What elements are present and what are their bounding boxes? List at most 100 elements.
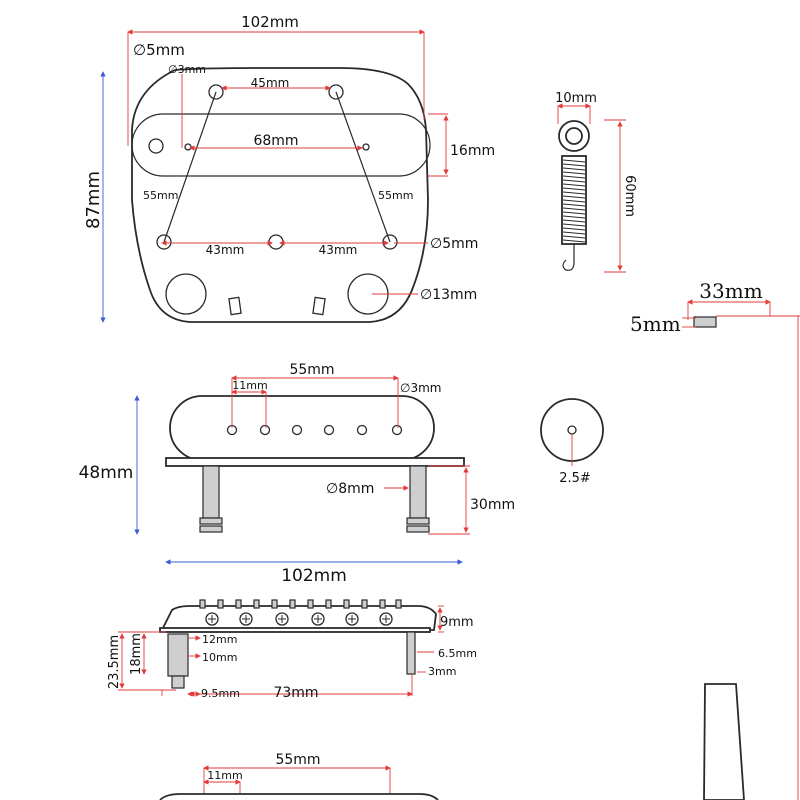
spring-coil-line — [562, 199, 586, 203]
label-height-87: 87mm — [83, 171, 104, 229]
label-bottom-right: 43mm — [319, 243, 358, 257]
saddle-screw — [235, 599, 242, 609]
post-right-ring-2 — [406, 525, 430, 533]
post-left — [202, 465, 220, 519]
bridge-post-left — [167, 633, 189, 677]
saddle-screw — [307, 599, 314, 609]
bridge-base — [159, 627, 431, 633]
spring-loop-inner — [565, 127, 583, 145]
arm-tip — [703, 683, 745, 800]
saddle-cross — [382, 615, 390, 623]
label-bottom-left: 43mm — [206, 243, 245, 257]
spring-coil-line — [562, 195, 586, 199]
label-bridge2-span: 55mm — [275, 752, 320, 768]
label-arm-span: 33mm — [699, 279, 762, 303]
spring-coil-line — [562, 239, 586, 243]
pickup-pole-hole — [391, 424, 403, 436]
label-pickup-height: 48mm — [79, 463, 134, 483]
spring-coil-line — [562, 207, 586, 211]
label-width-102: 102mm — [241, 13, 299, 31]
hole-3mm-right — [362, 143, 370, 151]
saddle-screw — [253, 599, 260, 609]
post-left-ring-2 — [199, 525, 223, 533]
spring-coil-line — [562, 167, 586, 171]
saddle-cross — [208, 615, 216, 623]
pickup-flange — [165, 457, 465, 467]
bridge-body — [160, 605, 437, 631]
knob-view: 2.5# — [540, 398, 604, 486]
arm-thread — [693, 316, 717, 328]
knob-center — [567, 425, 577, 435]
hole-bottom-mid — [268, 234, 284, 250]
spring-coil-line — [562, 163, 586, 167]
label-pickup-span: 55mm — [289, 362, 334, 378]
hole-3mm-left — [184, 143, 192, 151]
saddle-screw — [343, 599, 350, 609]
label-bridge-bottom-post: 10mm — [202, 651, 237, 664]
saddle-screw — [289, 599, 296, 609]
hole-13mm-left — [165, 273, 207, 315]
label-hole-3mm: ∅3mm — [168, 63, 206, 76]
label-right-diag: 55mm — [378, 189, 413, 202]
label-spring-width: 10mm — [555, 91, 597, 106]
post-right-ring-1 — [406, 517, 430, 525]
bridge-post-right — [406, 631, 416, 675]
label-top-span: 45mm — [251, 76, 290, 90]
label-post-dia: ∅8mm — [326, 481, 374, 497]
pickup-pole-hole — [323, 424, 335, 436]
spring-coil-line — [562, 159, 586, 163]
arm-rod-inner — [692, 319, 775, 687]
tab-left — [228, 296, 242, 316]
bridge-post-left-tip — [171, 675, 185, 689]
saddle-cross — [314, 615, 322, 623]
label-bridge2-gap: 11mm — [207, 769, 242, 782]
saddle-screw — [379, 599, 386, 609]
label-left-diag: 55mm — [143, 189, 178, 202]
label-bridge-right-post: 6.5mm — [438, 647, 477, 660]
bridge2-body — [159, 793, 439, 800]
spring-hook — [562, 244, 575, 271]
spring-coil-line — [562, 187, 586, 191]
spring-coil-line — [562, 191, 586, 195]
pickup-pole-hole — [356, 424, 368, 436]
label-knob-size: 2.5# — [559, 471, 591, 486]
bridge-view: 9mm 12mm 10mm 23.5mm 18mm 6.5mm 3mm 9.5m… — [107, 599, 477, 701]
label-hole-5mm: ∅5mm — [133, 41, 185, 59]
saddle-cross — [278, 615, 286, 623]
bridge2-view: 55mm 11mm — [159, 752, 439, 800]
spring-coil-line — [562, 211, 586, 215]
label-bridge-inner: 18mm — [129, 633, 144, 675]
spring-coil-line — [562, 175, 586, 179]
label-pickup-hole: ∅3mm — [400, 381, 441, 395]
label-spring-length: 60mm — [622, 175, 637, 217]
spring-coil-line — [562, 203, 586, 207]
saddle-screw — [199, 599, 206, 609]
saddle-screw — [217, 599, 224, 609]
spring-view: 10mm 60mm — [555, 91, 637, 273]
label-bridge-left-off: 9.5mm — [201, 687, 240, 700]
label-arm-thread: 5mm — [630, 312, 681, 336]
baseplate-slot — [131, 113, 431, 177]
label-slot-height: 16mm — [450, 143, 495, 159]
pickup-pole-hole — [259, 424, 271, 436]
saddle-screw — [395, 599, 402, 609]
saddle-screw — [325, 599, 332, 609]
bridge-saddles — [199, 599, 402, 626]
label-pickup-width: 102mm — [281, 566, 347, 586]
spring-coils — [562, 159, 586, 243]
pickup-pole-hole — [291, 424, 303, 436]
spring-coil-line — [562, 179, 586, 183]
label-bridge-right-tip: 3mm — [428, 665, 456, 678]
spring-coil-line — [562, 223, 586, 227]
label-post-height: 30mm — [470, 497, 515, 513]
label-bridge-span: 73mm — [273, 685, 318, 701]
spring-coil-line — [562, 171, 586, 175]
spring-coil-line — [562, 219, 586, 223]
post-left-ring-1 — [199, 517, 223, 525]
spring-coil-line — [562, 235, 586, 239]
label-bridge-total: 23.5mm — [107, 635, 122, 689]
saddle-screw — [271, 599, 278, 609]
label-bridge-height: 9mm — [440, 615, 474, 630]
tab-right — [312, 296, 326, 316]
